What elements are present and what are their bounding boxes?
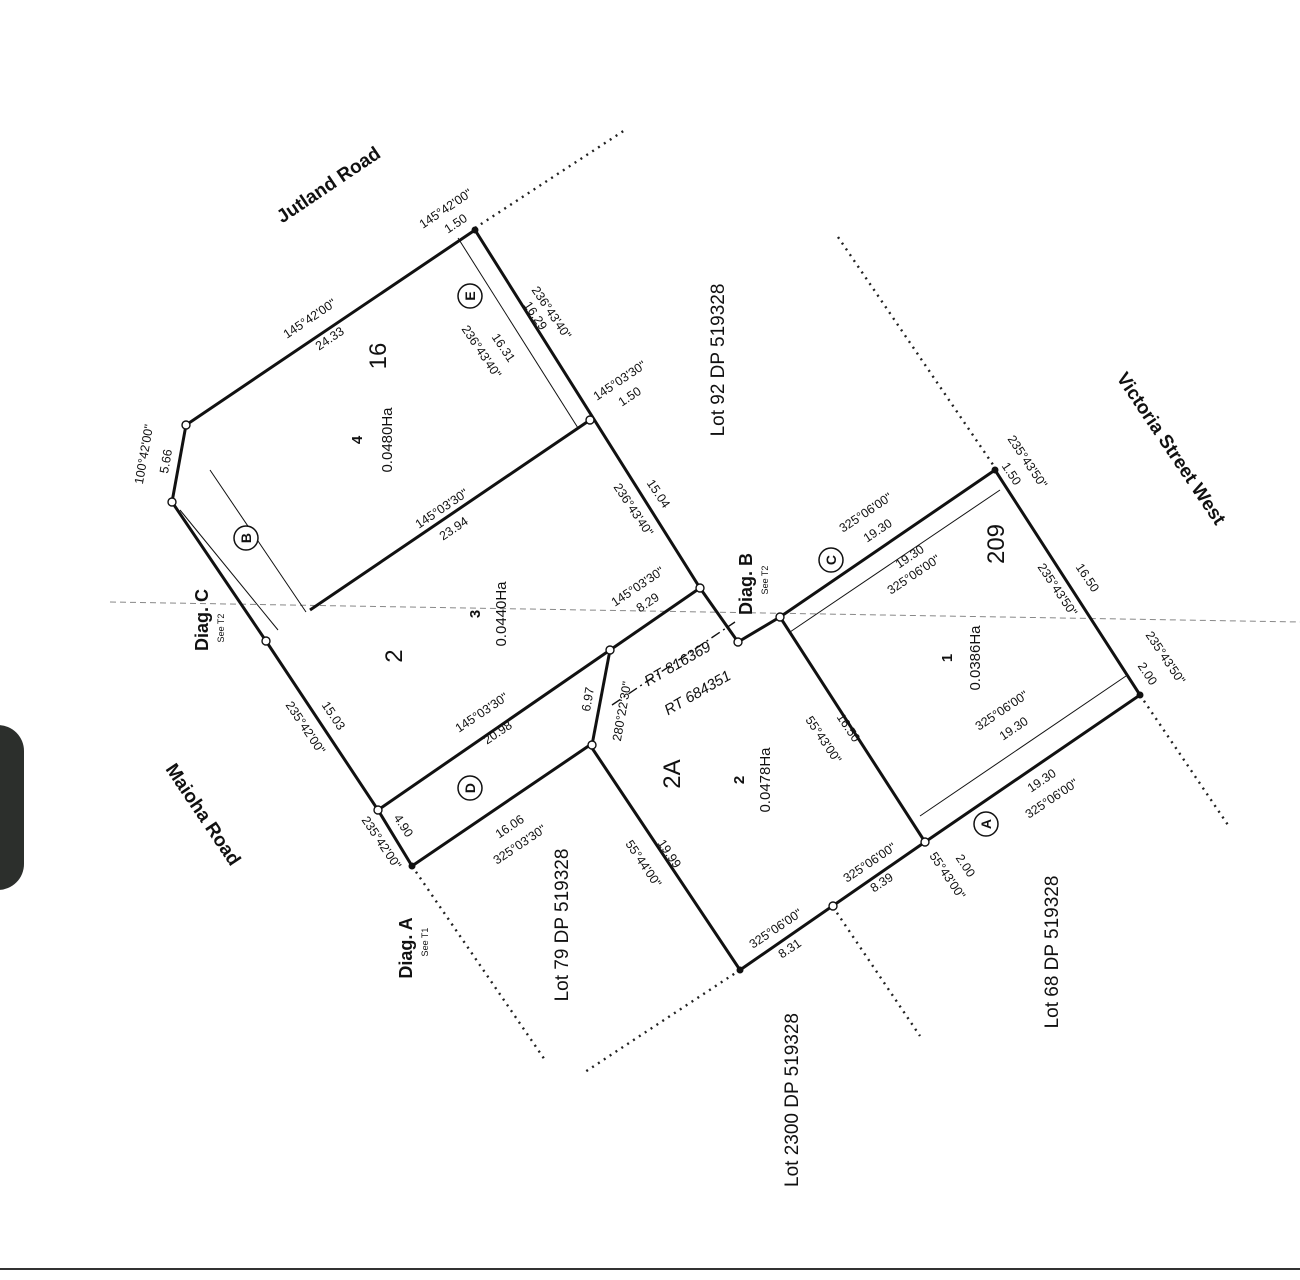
dotted-boundary-west [411, 865, 546, 1061]
road-jutland: Jutland Road [273, 143, 385, 228]
line-lot4-lot3 [309, 418, 591, 612]
easement-c-line [789, 489, 1001, 633]
dotted-boundary-east [837, 236, 999, 473]
svg-text:16.50: 16.50 [834, 711, 863, 745]
parcel-2-number: 2 [731, 776, 748, 784]
svg-text:236°43'40": 236°43'40" [459, 323, 504, 381]
parcel-4-big: 16 [365, 343, 392, 370]
svg-text:19.99: 19.99 [655, 837, 684, 871]
rt-dashdot-line [611, 621, 736, 706]
easement-a-line [919, 675, 1127, 817]
diag-a-label: Diag. A [396, 917, 416, 978]
svg-text:6.97: 6.97 [579, 686, 597, 712]
road-victoria: Victoria Street West [1112, 369, 1230, 530]
fold-line [109, 601, 1300, 623]
diag-c-label: Diag. C [192, 589, 212, 651]
parcel-3-number: 3 [467, 610, 484, 618]
lot-92-label: Lot 92 DP 519328 [708, 284, 729, 437]
diag-c-see: See T2 [216, 614, 226, 643]
lot-79-label: Lot 79 DP 519328 [552, 849, 573, 1002]
line-lot3-lot2 [377, 586, 701, 812]
parcel-3-area: 0.0440Ha [493, 581, 510, 647]
easement-marker-d: D [457, 775, 483, 801]
svg-text:C: C [823, 555, 839, 565]
line-interior-2 [590, 649, 612, 746]
svg-text:8.31: 8.31 [776, 936, 804, 961]
svg-text:8.39: 8.39 [868, 870, 896, 895]
svg-text:E: E [462, 291, 478, 300]
parcel-4-area: 0.0480Ha [379, 407, 396, 473]
svg-text:D: D [462, 783, 478, 793]
easement-marker-c: C [818, 547, 844, 573]
dotted-boundary-top [474, 128, 626, 230]
bottom-rule [0, 1268, 1300, 1270]
easement-e-line [457, 237, 579, 429]
svg-text:23.94: 23.94 [437, 514, 471, 543]
diag-a-see: See T1 [420, 928, 430, 957]
lot-2300-label: Lot 2300 DP 519328 [782, 1013, 803, 1187]
parcel-1-number: 1 [939, 654, 956, 662]
dotted-boundary-east-lower [1139, 694, 1229, 826]
parcel-1-area: 0.0386Ha [967, 625, 984, 691]
svg-text:280°22'30": 280°22'30" [610, 680, 634, 742]
side-tab-handle[interactable] [0, 725, 24, 890]
parcel-2-area: 0.0478Ha [757, 747, 774, 813]
svg-text:A: A [978, 819, 994, 829]
line-lot2-lot1 [778, 616, 927, 843]
parcel-1-big: 209 [983, 524, 1010, 564]
diag-b-label: Diag. B [736, 553, 756, 615]
svg-text:5.66: 5.66 [157, 448, 175, 474]
easement-b-line-1 [179, 509, 279, 631]
svg-text:20.98: 20.98 [481, 718, 515, 747]
parcel-2-big: 2A [659, 759, 686, 788]
easement-marker-a: A [973, 811, 999, 837]
svg-text:2.00: 2.00 [1135, 660, 1160, 688]
dotted-boundary-south [584, 968, 741, 1074]
svg-text:B: B [238, 533, 254, 543]
parcel-4-number: 4 [349, 435, 366, 444]
lot-68-label: Lot 68 DP 519328 [1042, 876, 1063, 1029]
dimension-labels: 145°42'00" 1.50 145°42'00" 24.33 100°42'… [132, 186, 1188, 961]
corner-pins [167, 226, 1144, 974]
diag-b-see: See T2 [760, 566, 770, 595]
svg-text:100°42'00": 100°42'00" [132, 423, 156, 485]
svg-text:16.50: 16.50 [1073, 561, 1102, 595]
dotted-boundary-south-east [832, 906, 921, 1037]
parcel-3-big: 2 [381, 649, 408, 662]
easement-marker-b: B [233, 525, 259, 551]
road-maioha: Maioha Road [161, 760, 245, 870]
easement-marker-e: E [457, 283, 483, 309]
